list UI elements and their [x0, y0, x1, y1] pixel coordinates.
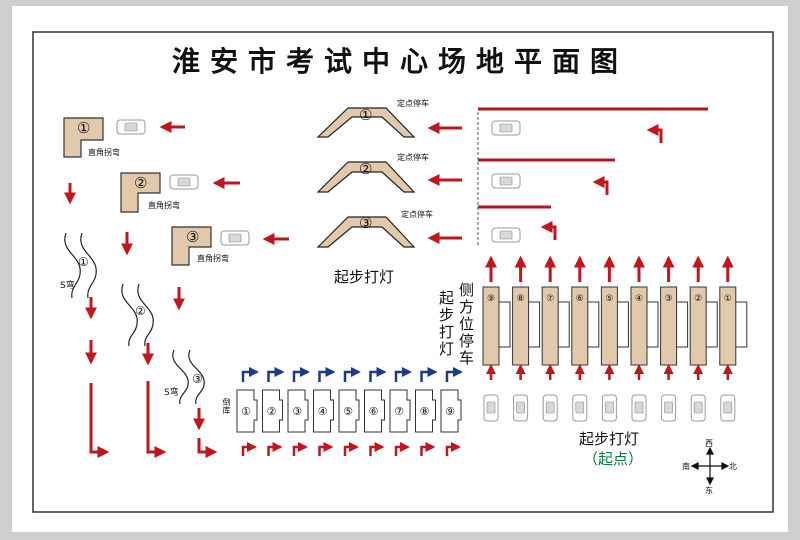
- side-slot-num: ②: [694, 294, 702, 304]
- garage-slot-num: ⑦: [394, 405, 404, 418]
- ramp-3: [316, 216, 462, 248]
- s-bend-3-label: S弯: [164, 388, 179, 398]
- side-parking-slot: ⑦: [541, 255, 570, 422]
- compass-down: 东: [705, 486, 713, 495]
- turn-2-num: ②: [134, 174, 148, 192]
- blue-turn-arrow-icon: [394, 367, 412, 382]
- garage-slot: ⑥: [364, 367, 387, 456]
- side-start-light: 起步打灯: [437, 290, 455, 358]
- side-slot-num: ⑥: [576, 294, 584, 304]
- ramp-start-light: 起步打灯: [334, 268, 395, 286]
- top-right-lanes: [477, 107, 708, 246]
- side-slot-num: ⑤: [605, 294, 613, 304]
- s-bend-2: [121, 283, 154, 347]
- garage-slot: ③: [287, 367, 310, 456]
- blue-turn-arrow-icon: [343, 367, 361, 382]
- compass-up: 西: [705, 439, 713, 448]
- turn-3-label: 直角拐弯: [197, 254, 229, 263]
- start-point-label: （起点）: [583, 450, 644, 468]
- red-entry-arrow-icon: [369, 442, 385, 456]
- garage-slot: ⑦: [389, 367, 412, 456]
- garage-slot: ⑧: [415, 367, 438, 456]
- side-slot-num: ③: [665, 294, 673, 304]
- red-entry-arrow-icon: [420, 442, 436, 456]
- garage-slot-num: ⑤: [343, 405, 353, 418]
- garage-slot-num: ④: [318, 405, 328, 418]
- start-light-label: 起步打灯: [579, 430, 640, 448]
- compass-icon: [690, 446, 730, 486]
- left-route-arrows: [85, 297, 218, 458]
- side-parking-slot: ②: [689, 255, 718, 422]
- garage-slot-num: ②: [267, 405, 277, 418]
- turn-1-num: ①: [77, 119, 91, 137]
- s-bend-2-num: ②: [135, 304, 146, 318]
- ramp-3-label: 定点停车: [401, 210, 433, 219]
- garage-slot-num: ①: [241, 405, 251, 418]
- s-bend-3-num: ③: [192, 372, 203, 386]
- garage-slot-num: ⑨: [445, 405, 455, 418]
- garage-slot-num: ⑧: [420, 405, 430, 418]
- side-parking-slot: ③: [660, 255, 689, 422]
- garage-slot: ②: [262, 367, 285, 456]
- s-bend-1: [64, 232, 97, 299]
- red-entry-arrow-icon: [267, 442, 283, 456]
- right-angle-turn-2: [120, 172, 240, 256]
- turn-3-num: ③: [186, 228, 200, 246]
- right-angle-turn-1: [63, 117, 185, 205]
- s-bend-1-num: ①: [78, 255, 89, 269]
- garage-slot: ①: [236, 367, 259, 456]
- garage-label: 倒库: [222, 398, 231, 414]
- side-parking-slot: ⑤: [600, 255, 629, 422]
- s-bend-3: [172, 349, 205, 405]
- side-slot-num: ⑦: [546, 294, 554, 304]
- red-entry-arrow-icon: [241, 442, 257, 456]
- side-parking-slot: ⑧: [512, 255, 541, 422]
- garage-slot: ⑨: [440, 367, 463, 456]
- turn-1-label: 直角拐弯: [88, 148, 120, 157]
- ramp-1-label: 定点停车: [397, 99, 429, 108]
- red-entry-arrow-icon: [394, 442, 410, 456]
- garage-slot-num: ⑥: [369, 405, 379, 418]
- red-entry-arrow-icon: [318, 442, 334, 456]
- side-parking-area: ⑨ ⑧ ⑦ ⑥ ⑤ ④ ③ ② ①: [482, 255, 748, 422]
- red-entry-arrow-icon: [292, 442, 308, 456]
- garage-area: ① ② ③ ④ ⑤ ⑥ ⑦ ⑧ ⑨: [236, 367, 463, 456]
- side-slot-num: ④: [635, 294, 643, 304]
- blue-turn-arrow-icon: [420, 367, 438, 382]
- side-parking-slot: ⑥: [571, 255, 600, 422]
- side-parking-label: 侧方位停车: [457, 282, 475, 367]
- side-slot-num: ①: [724, 294, 732, 304]
- blue-turn-arrow-icon: [445, 367, 463, 382]
- right-angle-turn-3: [171, 226, 289, 311]
- ramp-1-num: ①: [359, 106, 373, 124]
- red-entry-arrow-icon: [445, 442, 461, 456]
- ramp-2: [316, 161, 462, 193]
- blue-turn-arrow-icon: [241, 367, 259, 382]
- s-bend-1-label: S弯: [60, 281, 75, 291]
- garage-slot: ④: [313, 367, 336, 456]
- blue-turn-arrow-icon: [267, 367, 285, 382]
- ramp-2-num: ②: [359, 160, 373, 178]
- ramp-3-num: ③: [359, 214, 373, 232]
- side-parking-slot: ①: [719, 255, 748, 422]
- page-background: [12, 6, 788, 532]
- garage-slot-num: ③: [292, 405, 302, 418]
- garage-slot: ⑤: [338, 367, 361, 456]
- side-parking-slot: ④: [630, 255, 659, 422]
- turn-2-label: 直角拐弯: [148, 201, 180, 210]
- blue-turn-arrow-icon: [318, 367, 336, 382]
- compass-left: 南: [682, 462, 690, 471]
- site-border: [32, 31, 774, 513]
- page-title: 淮安市考试中心场地平面图: [171, 45, 628, 78]
- side-parking-slot: ⑨: [482, 255, 511, 422]
- ramp-2-label: 定点停车: [397, 153, 429, 162]
- blue-turn-arrow-icon: [369, 367, 387, 382]
- side-slot-num: ⑨: [487, 294, 495, 304]
- red-entry-arrow-icon: [343, 442, 359, 456]
- side-slot-num: ⑧: [517, 294, 525, 304]
- compass-right: 北: [729, 462, 737, 471]
- ramp-1: [316, 107, 462, 138]
- blue-turn-arrow-icon: [292, 367, 310, 382]
